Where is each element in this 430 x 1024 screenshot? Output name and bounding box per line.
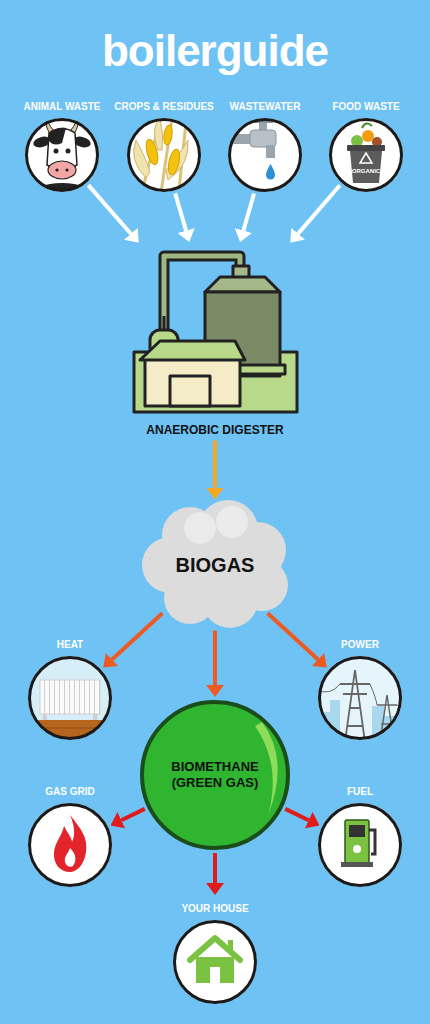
node-shape: [28, 656, 112, 740]
flow-arrow: [243, 193, 254, 230]
circle-border: [27, 120, 98, 191]
biogas-cloud-node: BIOGAS: [140, 503, 290, 628]
flow-arrow: [213, 853, 217, 883]
radiator-icon: [28, 656, 112, 745]
node-label: FOOD WASTE: [332, 101, 399, 113]
source-circle: FOOD WASTE: [329, 96, 403, 192]
circle-border: [320, 805, 401, 886]
flow-arrow: [112, 613, 162, 659]
heading-row: HEAT: [28, 634, 112, 656]
circle-outline: [173, 920, 257, 1004]
node-label: CROPS & RESIDUES: [114, 101, 213, 113]
node-shape: [228, 118, 302, 192]
circle-outline: [318, 803, 402, 887]
node-label: YOUR HOUSE: [181, 903, 248, 915]
heading-row: POWER: [318, 634, 402, 656]
biogas-cloud: [142, 500, 288, 628]
brand-title: boilerguide: [0, 26, 430, 76]
flow-arrow: [298, 185, 340, 233]
source-circle: ANIMAL WASTE: [21, 96, 103, 192]
flow-arrow: [121, 809, 144, 820]
node-label: FUEL: [347, 786, 373, 798]
node-shape: [133, 245, 298, 415]
use-circle: HEAT: [28, 634, 112, 740]
circle-border: [30, 658, 111, 739]
biomethane-ball: [142, 702, 288, 848]
heading-row: FUEL: [318, 781, 402, 803]
flow-arrow: [285, 809, 308, 820]
source-circle: WASTEWATER: [228, 96, 303, 192]
pylon-icon: [318, 656, 404, 742]
heading-row: CROPS & RESIDUES: [112, 96, 216, 118]
node-label: ANAEROBIC DIGESTER: [131, 423, 300, 437]
node-label: BIOGAS: [150, 553, 280, 577]
flow-arrow: [88, 185, 130, 234]
use-circle: POWER: [318, 634, 402, 740]
node-shape: [25, 118, 99, 192]
node-label: GAS GRID: [45, 786, 94, 798]
cow-icon: [30, 120, 94, 211]
use-circle: FUEL: [318, 781, 402, 887]
food-bin-icon: [347, 123, 385, 183]
source-circle: CROPS & RESIDUES: [112, 96, 216, 192]
circle-border: [331, 120, 402, 191]
node-shape: [28, 803, 112, 887]
house-icon: [190, 938, 240, 983]
circle-outline: [28, 803, 112, 887]
circle-border: [175, 922, 256, 1003]
digester-node: ANAEROBIC DIGESTER: [131, 245, 300, 437]
label-wrap: ORGANIC: [349, 168, 383, 175]
title-wrap: boilerguide: [0, 26, 430, 76]
node-label: ANIMAL WASTE: [23, 101, 100, 113]
use-circle: YOUR HOUSE: [173, 898, 257, 1004]
node-shape: [318, 803, 402, 887]
node-label: BIOMETHANE (GREEN GAS): [153, 759, 277, 790]
flow-arrow: [213, 440, 217, 487]
circle-outline: [318, 656, 402, 740]
use-circle: GAS GRID: [28, 781, 112, 887]
node-label: WASTEWATER: [230, 101, 301, 113]
heading-row: ANIMAL WASTE: [21, 96, 103, 118]
flow-arrow: [175, 193, 186, 230]
circle-border: [30, 805, 111, 886]
node-label: POWER: [341, 639, 379, 651]
circle-border: [320, 658, 401, 739]
source-discs: [25, 118, 403, 192]
heading-row: FOOD WASTE: [329, 96, 403, 118]
circle-border: [230, 120, 301, 191]
heading-row: WASTEWATER: [228, 96, 303, 118]
circle-outline: [127, 118, 201, 192]
circle-border: [129, 120, 200, 191]
node-shape: [127, 118, 201, 192]
circle-outline: [329, 118, 403, 192]
flow-arrow: [268, 613, 318, 659]
node-shape: [173, 920, 257, 1004]
node-shape: BIOGAS: [140, 503, 290, 628]
node-label: HEAT: [57, 639, 83, 651]
flame-icon: [54, 815, 86, 872]
circle-outline: [228, 118, 302, 192]
fuel-pump-icon: [341, 820, 375, 867]
bin-label: ORGANIC: [349, 168, 383, 175]
circle-border: [142, 702, 288, 848]
heading-row: GAS GRID: [28, 781, 112, 803]
node-shape: BIOMETHANE (GREEN GAS): [140, 700, 290, 850]
heading-row: YOUR HOUSE: [173, 898, 257, 920]
node-shape: [329, 118, 403, 192]
node-shape: [318, 656, 402, 740]
circle-outline: [28, 656, 112, 740]
flow-arrow: [213, 631, 217, 686]
biomethane-circle: BIOMETHANE (GREEN GAS): [140, 700, 290, 850]
circle-outline: [25, 118, 99, 192]
use-discs: [28, 656, 402, 1004]
digester-illustration: [134, 256, 297, 412]
